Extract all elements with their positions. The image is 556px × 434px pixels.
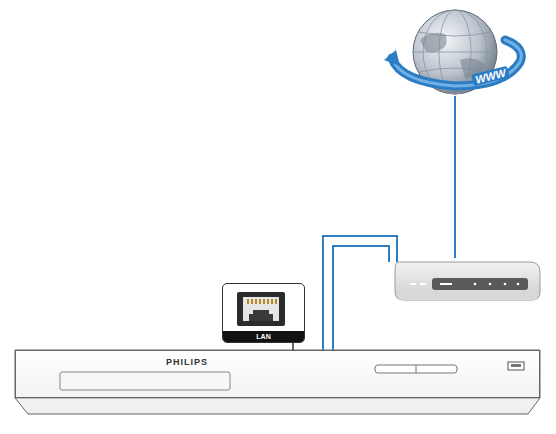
- brand-name: PHILIPS: [166, 357, 208, 367]
- port-label: LAN: [223, 331, 304, 342]
- internet-globe: [384, 10, 521, 94]
- lan-port-callout: LAN: [222, 283, 305, 343]
- ethernet-port-icon: [223, 284, 301, 332]
- player-front-panel: PHILIPS: [15, 350, 540, 398]
- blu-ray-player: [15, 350, 540, 414]
- leader-line: [293, 343, 294, 350]
- network-cable: [323, 96, 455, 350]
- router: [395, 262, 540, 300]
